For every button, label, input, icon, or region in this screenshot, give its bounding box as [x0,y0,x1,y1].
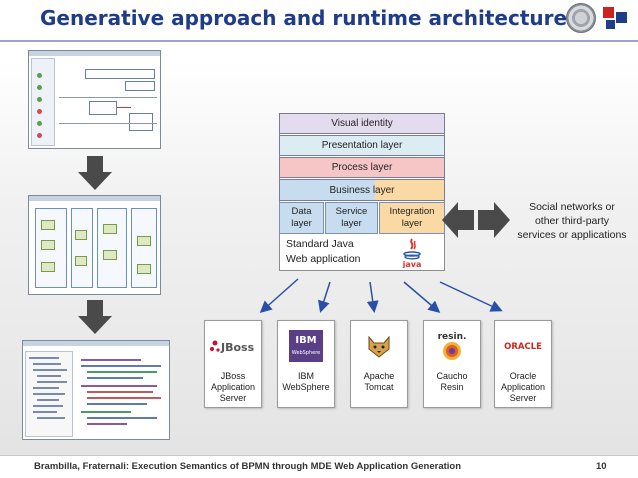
footer-band [0,455,638,478]
svg-text:java: java [402,260,422,268]
visual-identity-layer: Visual identity [279,113,445,134]
down-arrow-2 [78,300,112,334]
bpmn-editor-thumbnail [28,50,161,149]
page-number: 10 [596,461,607,472]
bidirectional-arrow [442,202,510,238]
svg-text:resin.: resin. [438,332,467,342]
process-layer: Process layer [279,157,445,178]
server-websphere: IBM WebSphere IBM WebSphere [277,320,335,408]
jboss-logo: JBoss [209,329,257,363]
footer-citation: Brambilla, Fraternali: Execution Semanti… [34,461,462,472]
social-networks-label: Social networks or other third-party ser… [517,201,627,241]
svg-text:WebSphere: WebSphere [292,350,321,356]
slide-title: Generative approach and runtime architec… [40,6,568,30]
websphere-logo: IBM WebSphere [282,329,330,363]
java-code-thumbnail [22,340,170,440]
arrow-to-tomcat [366,281,379,313]
webml-model-thumbnail [28,195,161,295]
arrow-to-websphere [318,281,331,313]
java-logo: java [402,238,422,268]
oracle-logo: ORACLE [499,329,547,363]
business-layer: Business layer [279,179,445,201]
svg-text:IBM: IBM [295,335,316,346]
down-arrow-1 [78,156,112,190]
title-rule [0,40,638,42]
arrow-to-resin [403,281,441,313]
presentation-layer: Presentation layer [279,135,445,156]
resin-logo: resin. [428,329,476,363]
arrow-to-oracle [439,281,503,312]
standard-java-web-application: Standard Java Web application [286,238,361,265]
svg-text:ORACLE: ORACLE [504,342,542,352]
svg-text:JBoss: JBoss [220,341,255,354]
university-seal-logo [566,3,596,33]
tomcat-logo [355,329,403,363]
arrow-to-jboss [259,278,299,313]
polimi-logo [603,7,627,29]
